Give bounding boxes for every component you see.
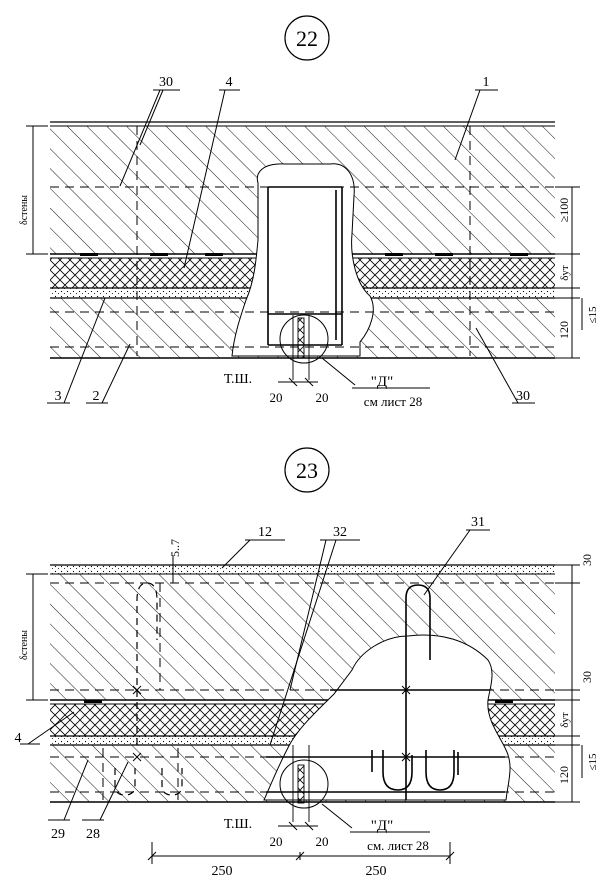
- leader-30: 30: [159, 75, 173, 90]
- dim-slab: 120: [557, 766, 571, 784]
- dim-slab: 120: [557, 321, 571, 339]
- leader-30-right: 30: [516, 389, 530, 404]
- callout-circle-d: [279, 314, 329, 364]
- bars: [267, 186, 343, 346]
- leader-28: 28: [86, 827, 100, 842]
- detail-23-number: 23: [296, 458, 318, 483]
- joint-dim-right: 20: [316, 390, 329, 405]
- callout-d: "Д": [371, 818, 393, 834]
- dim-le15: ≤15: [587, 753, 599, 771]
- dim-insulation: δут: [559, 265, 571, 281]
- dim-insulation: δут: [559, 712, 571, 728]
- dim-mid-30: 30: [580, 671, 594, 683]
- detail-22-number-circle: [284, 15, 330, 61]
- leader-32: 32: [333, 525, 347, 540]
- detail-23-number-circle: [284, 447, 330, 493]
- dim-le15: ≤15: [587, 306, 599, 324]
- leader-2: 2: [93, 389, 100, 404]
- joint-dim-left: 20: [270, 390, 283, 405]
- callout-circle-d: [279, 759, 329, 809]
- sheet-reference: см лист 28: [364, 394, 422, 409]
- joint-dim-right: 20: [316, 834, 329, 849]
- span-right: 250: [366, 864, 387, 879]
- dowel-markers: [84, 700, 513, 703]
- dim-ge100: ≥100: [557, 198, 571, 223]
- tsh-label: Т.Ш.: [224, 372, 252, 387]
- callout-d: "Д": [371, 374, 393, 390]
- leader-1: 1: [483, 75, 490, 90]
- span-left: 250: [212, 864, 233, 879]
- joint-dim-left: 20: [270, 834, 283, 849]
- leader-29: 29: [51, 827, 65, 842]
- leader-31: 31: [471, 515, 485, 530]
- detail-22-number: 22: [296, 26, 318, 51]
- leader-12: 12: [258, 525, 272, 540]
- bars: [266, 584, 505, 800]
- reinforcement-dashed: [50, 126, 555, 356]
- dim-wall-thickness: δстены: [19, 630, 30, 660]
- leader-3: 3: [55, 389, 62, 404]
- leader-5-7: 5..7: [168, 539, 182, 557]
- tsh-label: Т.Ш.: [224, 817, 252, 832]
- cross-marks: [132, 685, 411, 762]
- leader-4: 4: [226, 75, 233, 90]
- sheet-reference: см. лист 28: [367, 838, 429, 853]
- temperature-joint: [292, 315, 310, 380]
- detail-23: 23: [15, 447, 599, 879]
- breakout-area: [263, 634, 511, 801]
- top-mortar-layer: [50, 565, 555, 574]
- hidden-loops: [114, 582, 183, 796]
- dowel-markers: [80, 253, 528, 256]
- dim-wall-thickness: δстены: [19, 195, 30, 225]
- leader-4: 4: [15, 731, 22, 746]
- dim-top-30: 30: [580, 554, 594, 566]
- detail-22: 22: [19, 15, 599, 409]
- temperature-joint: [292, 745, 310, 822]
